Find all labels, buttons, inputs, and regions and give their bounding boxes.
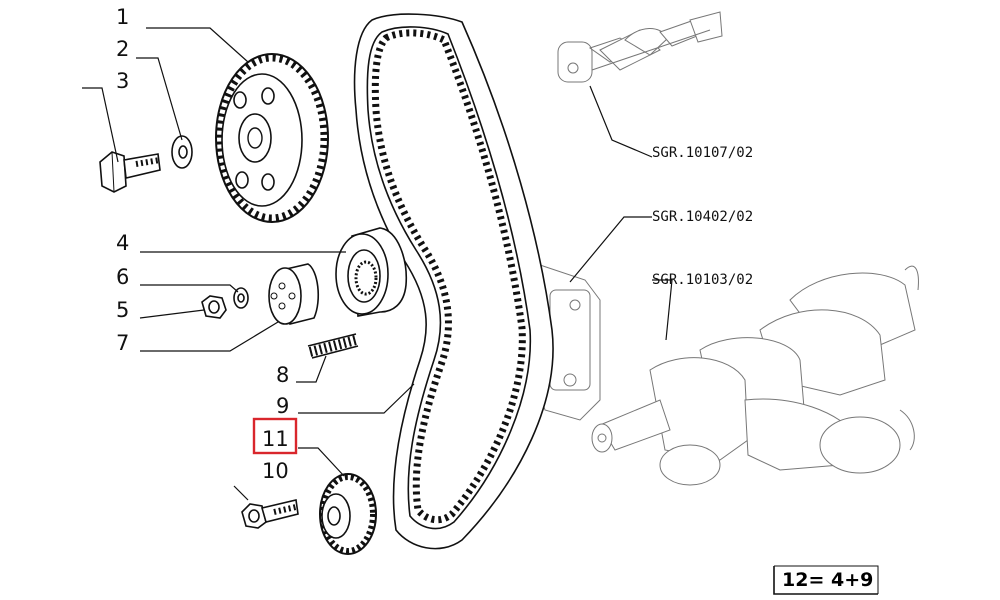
reference-codes: SGR.10107/02 SGR.10402/02 SGR.10103/02 — [652, 145, 753, 288]
tensioner-bearing-drawing — [335, 227, 408, 317]
crankshaft-gear-drawing — [319, 473, 377, 555]
highlight-box — [252, 417, 298, 455]
callout-4: 4 — [116, 231, 129, 255]
stud-drawing — [307, 333, 359, 359]
ref-block: SGR.10402/02 — [652, 209, 753, 225]
callout-3: 3 — [116, 69, 129, 93]
callout-9: 9 — [276, 394, 289, 418]
kit-formula: 12= 4+9 — [782, 569, 873, 591]
callout-2: 2 — [116, 37, 129, 61]
ref-camshaft: SGR.10107/02 — [652, 145, 753, 161]
camshaft-pulley-drawing — [215, 53, 329, 223]
small-washer-drawing — [233, 287, 249, 309]
callout-11: 11 — [262, 427, 289, 451]
crankshaft-drawing — [591, 265, 919, 486]
nut-drawing — [201, 295, 227, 319]
camshaft-drawing — [557, 11, 723, 83]
callout-10: 10 — [262, 459, 289, 483]
callout-7: 7 — [116, 331, 129, 355]
leader-lines — [82, 27, 673, 501]
bolt-drawing — [99, 151, 161, 193]
callout-1: 1 — [116, 5, 129, 29]
eccentric-bush-drawing — [268, 263, 320, 325]
timing-belt-drawing — [353, 13, 554, 550]
callout-6: 6 — [116, 265, 129, 289]
callout-labels: 1 2 3 4 6 5 7 8 9 11 10 — [116, 5, 298, 483]
ref-crankshaft: SGR.10103/02 — [652, 272, 753, 288]
small-bolt-drawing — [241, 499, 299, 529]
callout-8: 8 — [276, 363, 289, 387]
washer-drawing — [171, 135, 193, 169]
callout-5: 5 — [116, 298, 129, 322]
kit-formula-box: 12= 4+9 — [773, 565, 879, 595]
